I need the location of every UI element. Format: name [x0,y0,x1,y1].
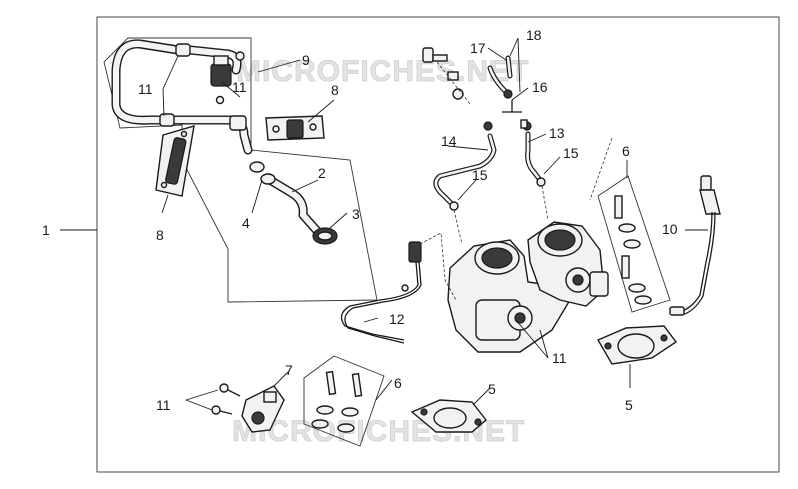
callout-4: 4 [242,215,250,231]
callout-labels: 1 9 8 11 11 2 3 4 8 17 18 16 14 13 15 15… [42,27,678,413]
leader-lines [60,37,708,411]
callout-1: 1 [42,222,50,238]
t-fitting-16 [502,100,528,129]
watermark-top: MICROFICHES.NET [236,55,529,88]
bolt-kit-6-right [597,175,671,313]
callout-16: 16 [532,79,548,95]
callout-8-lower: 8 [156,227,164,243]
callout-6-right: 6 [622,143,630,159]
callout-15-right: 15 [563,145,579,161]
sensor-cable-10 [669,175,721,316]
callout-3: 3 [352,206,360,222]
callout-5-lower: 5 [488,381,496,397]
callout-13: 13 [549,125,565,141]
vacuum-hose-14 [433,121,497,211]
callout-9: 9 [302,52,310,68]
clamp-3 [312,227,338,245]
breather-hose-9 [111,39,253,155]
subassembly-9-outline [103,37,378,303]
callout-14: 14 [441,133,457,149]
bolt-kit-6-lower [303,355,385,447]
o-ring-4 [249,161,265,173]
vacuum-hose-13 [522,121,546,187]
screws-11 [211,383,241,415]
gasket-5-lower [410,399,487,433]
callout-5-right: 5 [625,397,633,413]
elbow-hose-2 [260,173,323,237]
sensor-bracket-8-upper [265,115,325,141]
hose-17 [487,55,513,99]
callout-11-upper: 11 [232,79,247,95]
callout-10: 10 [662,221,678,237]
assembly-frame [96,16,780,473]
throttle-body [447,221,609,353]
callout-15-left: 15 [472,167,488,183]
callout-11-lower: 11 [156,397,171,413]
sensor-wire-12 [340,241,422,344]
gasket-5-right [596,325,678,365]
clamp-11 [210,51,245,105]
callout-18: 18 [526,27,542,43]
callout-17: 17 [470,40,486,56]
injector-bracket-8-lower [155,125,195,197]
callout-8-upper: 8 [331,82,339,98]
callout-12: 12 [389,311,405,327]
callout-2: 2 [318,165,326,181]
callout-11-throttle: 11 [552,350,567,366]
callout-7: 7 [285,362,293,378]
callout-11-upper-left: 11 [138,81,153,97]
callout-6-lower: 6 [394,375,402,391]
